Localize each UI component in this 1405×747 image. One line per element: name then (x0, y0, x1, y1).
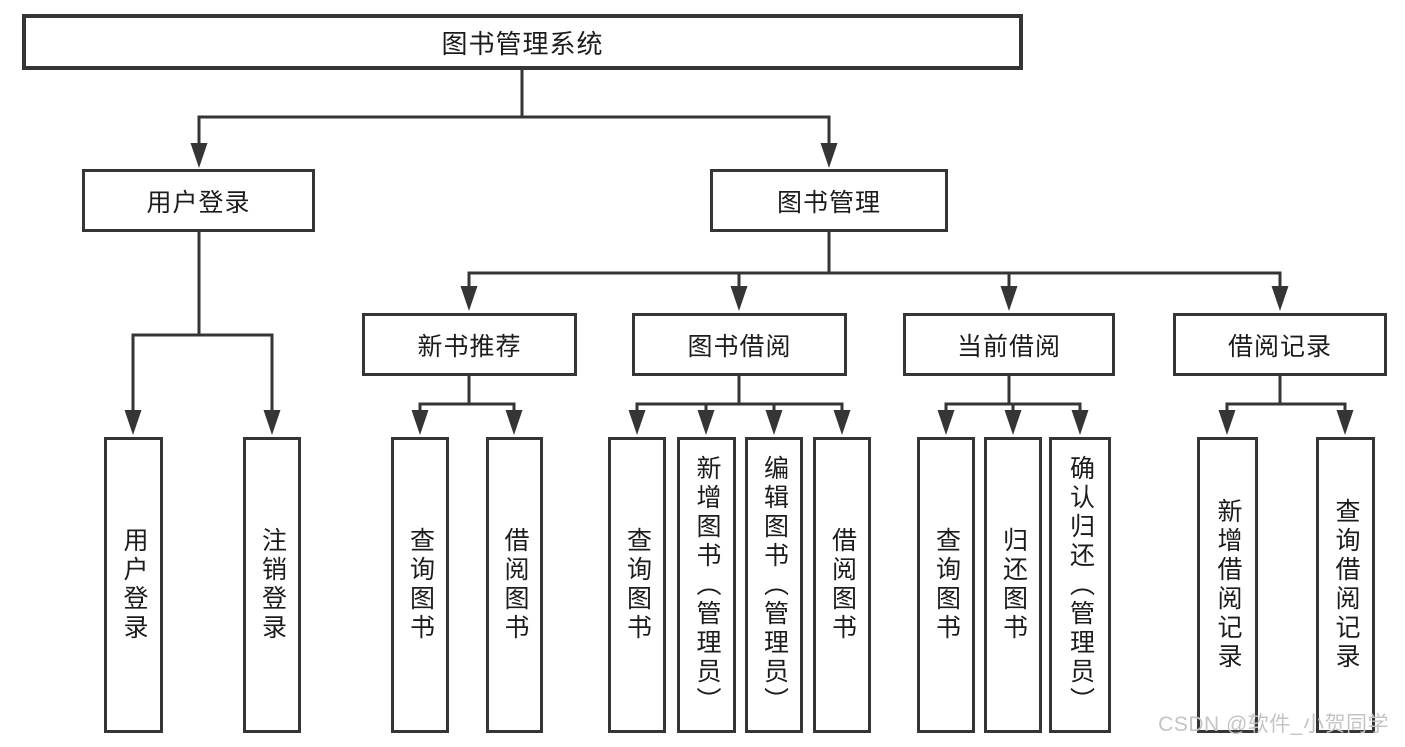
node-leaf-edit-book-admin: 编辑图书（管理员） (745, 437, 803, 733)
node-module-book-borrow: 图书借阅 (632, 313, 847, 376)
edge-mgmt-to-modules (467, 230, 1282, 292)
node-leaf-add-borrow-record: 新增借阅记录 (1197, 437, 1258, 733)
edge-login-to-leaves (131, 230, 274, 415)
node-leaf-logout: 注销登录 (243, 437, 301, 733)
node-module-borrow-records: 借阅记录 (1173, 313, 1387, 376)
node-leaf-add-book-admin: 新增图书（管理员） (677, 437, 736, 733)
node-leaf-borrow-books-2: 借阅图书 (813, 437, 871, 733)
node-root-system: 图书管理系统 (22, 14, 1023, 70)
node-leaf-return-book: 归还图书 (984, 437, 1042, 733)
node-leaf-borrow-books-1: 借阅图书 (486, 437, 543, 733)
node-leaf-user-login: 用户登录 (104, 437, 163, 733)
edge-records-to-leaves (1225, 374, 1347, 415)
node-module-current-borrow: 当前借阅 (903, 313, 1115, 376)
edge-current-to-leaves (944, 374, 1082, 415)
edge-borrow-to-leaves (635, 374, 844, 415)
node-module-new-book-recommend: 新书推荐 (362, 313, 577, 376)
node-leaf-query-books-2: 查询图书 (608, 437, 666, 733)
edge-root-to-branches (197, 68, 831, 149)
edge-recommend-to-leaves (418, 374, 516, 415)
node-leaf-confirm-return-admin: 确认归还（管理员） (1049, 437, 1111, 733)
node-leaf-query-books-1: 查询图书 (391, 437, 449, 733)
node-branch-user-login: 用户登录 (82, 169, 315, 232)
node-branch-book-management: 图书管理 (710, 169, 948, 232)
node-leaf-query-borrow-record: 查询借阅记录 (1316, 437, 1375, 733)
node-leaf-query-books-3: 查询图书 (917, 437, 975, 733)
csdn-watermark: CSDN @软件_小贺同学 (1158, 713, 1389, 736)
